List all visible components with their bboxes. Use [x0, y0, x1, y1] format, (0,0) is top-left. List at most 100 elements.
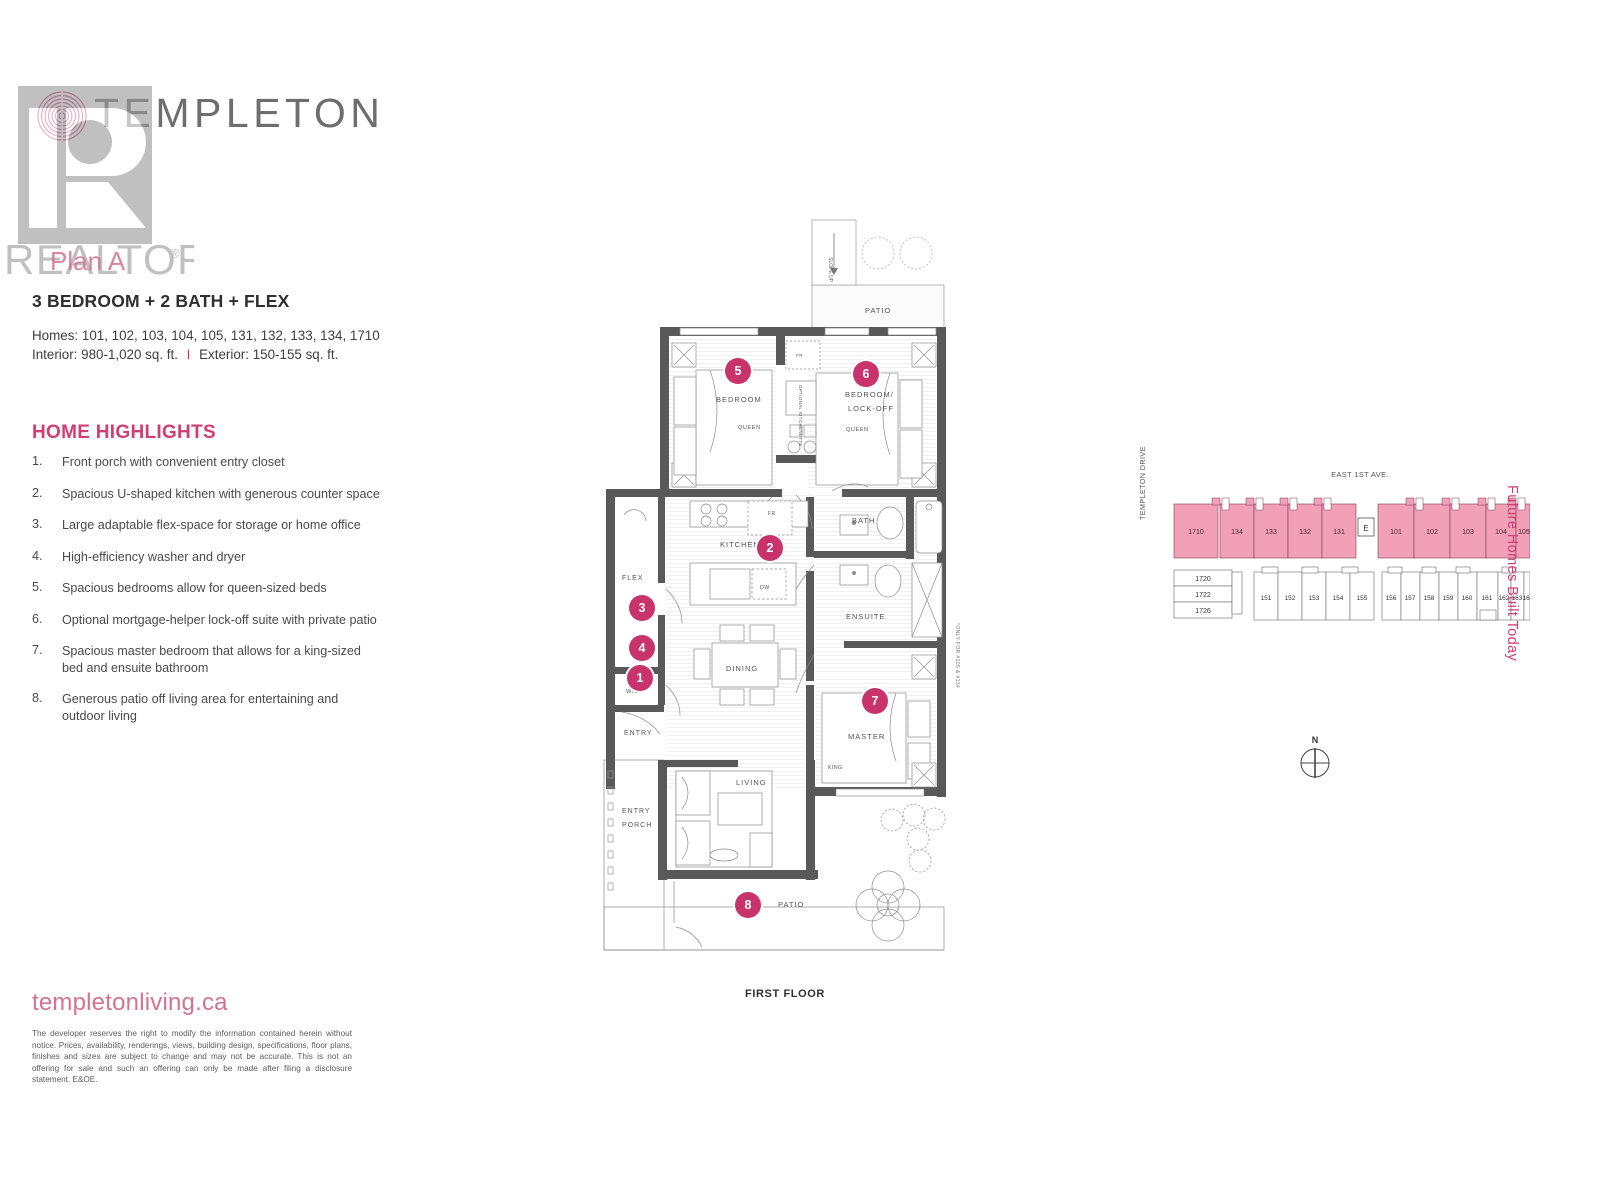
highlight-number: 3.	[32, 517, 43, 531]
highlight-text: Generous patio off living area for enter…	[62, 692, 339, 723]
keyplan-unit-162: 162	[1499, 595, 1510, 602]
compass-north-label: N	[1311, 735, 1319, 745]
keyplan-unit-160: 160	[1462, 595, 1473, 602]
bath-label: BATH	[852, 516, 875, 525]
lockoff-fridge-label: FR	[796, 353, 803, 358]
highlight-number: 8.	[32, 691, 43, 705]
bedroom-label: BEDROOM	[716, 395, 762, 404]
website-url[interactable]: templetonliving.ca	[32, 989, 228, 1016]
optional-kitchenette-label: OPTIONAL KITCHENETTE	[798, 385, 803, 447]
compass-north-icon: N	[1298, 735, 1332, 779]
keyplan-entry-marker: E	[1363, 524, 1368, 533]
lockoff-queen-label: QUEEN	[846, 427, 869, 433]
site-key-plan: EAST 1ST AVE. TEMPLETON DRIVE	[1138, 446, 1530, 640]
kitchen-label: KITCHEN	[720, 540, 760, 549]
keyplan-unit-152: 152	[1285, 595, 1296, 602]
marker-badge-5[interactable]: 5	[725, 358, 751, 384]
fridge-label: FR	[768, 511, 776, 517]
marker-badge-1[interactable]: 1	[627, 665, 653, 691]
keyplan-unit-103: 103	[1462, 529, 1474, 536]
highlight-text: Front porch with convenient entry closet	[62, 455, 285, 469]
slope-up-label: SLOPE UP	[827, 257, 833, 283]
keyplan-unit-151: 151	[1261, 595, 1272, 602]
keyplan-unit-104: 104	[1495, 529, 1507, 536]
interior-label: Interior:	[32, 347, 78, 362]
homes-label: Homes:	[32, 328, 79, 343]
brand-header: TEMPLETON REALTOR ® Plan A	[4, 86, 432, 286]
keyplan-unit-1710: 1710	[1188, 529, 1204, 536]
entry-porch-label2: PORCH	[622, 822, 652, 829]
list-item: 1. Front porch with convenient entry clo…	[32, 454, 384, 471]
street-label-top: EAST 1ST AVE.	[1331, 470, 1389, 479]
list-item: 2. Spacious U-shaped kitchen with genero…	[32, 486, 384, 503]
brand-name: TEMPLETON	[94, 90, 385, 136]
lockoff-label2: LOCK-OFF	[848, 404, 894, 413]
keyplan-unit-163: 163	[1512, 595, 1523, 602]
highlight-number: 4.	[32, 548, 43, 563]
list-item: 6. Optional mortgage-helper lock-off sui…	[32, 612, 384, 629]
home-highlights-title: HOME HIGHLIGHTS	[32, 422, 216, 443]
keyplan-unit-158: 158	[1424, 595, 1435, 602]
keyplan-unit-105: 105	[1518, 529, 1530, 536]
keyplan-unit-134: 134	[1231, 529, 1243, 536]
list-item: 8. Generous patio off living area for en…	[32, 691, 384, 724]
svg-text:®: ®	[170, 246, 180, 261]
highlight-text: Spacious U-shaped kitchen with generous …	[62, 486, 380, 501]
marker-badge-2[interactable]: 2	[757, 535, 783, 561]
keyplan-unit-164: 164	[1523, 595, 1530, 602]
highlight-text: Spacious bedrooms allow for queen-sized …	[62, 581, 327, 595]
templeton-spiral-logo-icon	[32, 86, 92, 146]
highlight-text: Optional mortgage-helper lock-off suite …	[62, 612, 377, 627]
unit-note-label: *ONLY FOR #105 & #134	[954, 623, 960, 688]
plan-label: Plan A	[50, 246, 126, 276]
front-patio-label: PATIO	[778, 900, 804, 909]
list-item: 7. Spacious master bedroom that allows f…	[32, 643, 384, 676]
keyplan-unit-131: 131	[1333, 529, 1345, 536]
ensuite-label: ENSUITE	[846, 612, 886, 621]
highlight-number: 6.	[32, 611, 43, 626]
keyplan-unit-155: 155	[1357, 595, 1368, 602]
marker-badge-3[interactable]: 3	[629, 595, 655, 621]
keyplan-unit-159: 159	[1443, 595, 1454, 602]
rear-patio-label: PATIO	[865, 306, 891, 315]
list-item: 4. High-efficiency washer and dryer	[32, 549, 384, 566]
street-label-left: TEMPLETON DRIVE	[1138, 446, 1147, 520]
keyplan-unit-132: 132	[1299, 529, 1311, 536]
marker-badge-7[interactable]: 7	[862, 688, 888, 714]
plan-title: 3 BEDROOM + 2 BATH + FLEX	[32, 291, 290, 311]
living-label: LIVING	[736, 778, 767, 787]
keyplan-unit-101: 101	[1390, 529, 1402, 536]
keyplan-unit-1720: 1720	[1195, 576, 1211, 583]
keyplan-unit-156: 156	[1386, 595, 1397, 602]
keyplan-unit-157: 157	[1405, 595, 1416, 602]
keyplan-unit-1726: 1726	[1195, 608, 1211, 615]
dining-label: DINING	[726, 664, 758, 673]
flex-label: FLEX	[622, 575, 644, 582]
marker-badge-4[interactable]: 4	[629, 635, 655, 661]
marker-badge-8[interactable]: 8	[735, 892, 761, 918]
exterior-value: 150-155 sq. ft.	[252, 347, 339, 362]
list-item: 3. Large adaptable flex-space for storag…	[32, 517, 384, 534]
entry-label: ENTRY	[624, 730, 653, 737]
keyplan-unit-102: 102	[1426, 529, 1438, 536]
highlight-text: High-efficiency washer and dryer	[62, 549, 246, 564]
highlight-text: Large adaptable flex-space for storage o…	[62, 518, 361, 532]
brand-tagline: Future Homes Built Today	[1504, 485, 1520, 662]
home-highlights-list: 1. Front porch with convenient entry clo…	[32, 454, 384, 739]
entry-porch-label: ENTRY	[622, 808, 651, 815]
highlight-number: 5.	[32, 580, 43, 594]
plan-meta: Homes: 101, 102, 103, 104, 105, 131, 132…	[32, 326, 380, 364]
keyplan-unit-161: 161	[1482, 595, 1493, 602]
keyplan-unit-133: 133	[1265, 529, 1277, 536]
meta-separator: I	[186, 347, 191, 362]
exterior-label: Exterior:	[199, 347, 249, 362]
marker-badge-6[interactable]: 6	[853, 361, 879, 387]
keyplan-unit-1722: 1722	[1195, 592, 1211, 599]
master-king-label: KING	[828, 765, 843, 771]
keyplan-unit-154: 154	[1333, 595, 1344, 602]
keyplan-unit-153: 153	[1309, 595, 1320, 602]
highlight-number: 2.	[32, 485, 43, 500]
homes-value: 101, 102, 103, 104, 105, 131, 132, 133, …	[81, 328, 380, 343]
list-item: 5. Spacious bedrooms allow for queen-siz…	[32, 580, 384, 597]
